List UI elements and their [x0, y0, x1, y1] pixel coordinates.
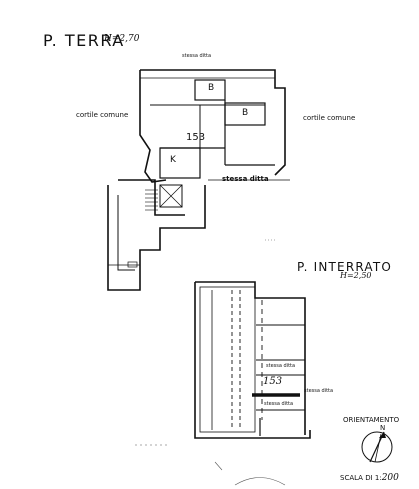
orientation-label: ORIENTAMENTO — [343, 416, 400, 424]
sketch-marks — [135, 239, 286, 486]
label-left-courtyard: cortile comune — [76, 111, 129, 119]
basement-title: P. INTERRATO — [297, 260, 393, 274]
scale-label: SCALA DI 1:200 — [340, 474, 399, 483]
label-kitchen: K — [170, 155, 176, 165]
label-bottom-neighbor: stessa ditta — [222, 175, 269, 183]
ground-floor-plan — [107, 69, 290, 291]
ground-floor-height: H=2,70 — [104, 34, 140, 44]
label-top-neighbor: stessa ditta — [182, 53, 212, 59]
basement-plan — [194, 281, 311, 439]
basement-height: H=2,50 — [340, 271, 372, 280]
label-bath-2: B — [242, 108, 249, 118]
basement-label-side-note: stessa ditta — [304, 388, 334, 394]
scale-value: 200 — [381, 473, 399, 483]
basement-label-lower-neighbor: stessa ditta — [264, 401, 294, 407]
basement-label-upper-neighbor: stessa ditta — [266, 363, 296, 369]
scale-prefix: SCALA DI 1: — [340, 474, 382, 482]
basement-room-number: 153 — [263, 376, 283, 387]
orientation-letter: N — [380, 424, 386, 432]
orientation-compass — [361, 431, 393, 463]
label-right-courtyard: cortile comune — [303, 114, 356, 122]
ground-room-number: 153 — [186, 132, 206, 143]
ground-floor-title: P. TERRA — [43, 31, 125, 50]
label-bath-1: B — [208, 83, 215, 93]
